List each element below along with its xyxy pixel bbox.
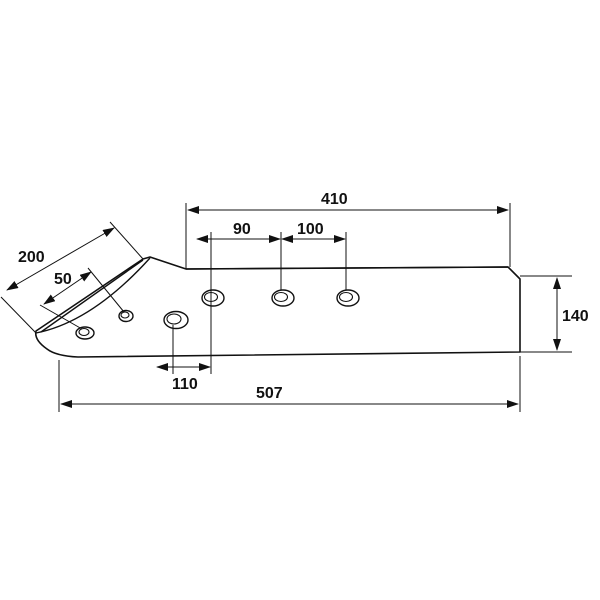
label-110: 110	[172, 376, 198, 393]
dimension-lines	[6, 206, 561, 408]
hole-5	[271, 289, 295, 307]
hole-4	[201, 289, 225, 307]
hole-6	[336, 289, 360, 307]
label-100: 100	[297, 221, 324, 238]
blade-part	[34, 256, 521, 358]
dimension-labels: 410 90 100 110 507 140 200 50	[18, 191, 589, 402]
label-507: 507	[256, 385, 283, 402]
blade-tip-bevel-line	[40, 259, 144, 333]
hole-2	[118, 309, 134, 323]
dim-line-200	[6, 227, 115, 291]
label-410: 410	[321, 191, 348, 208]
mounting-holes	[75, 289, 360, 340]
label-50: 50	[54, 271, 72, 288]
label-140: 140	[562, 308, 589, 325]
blade-top-edge-inner	[185, 266, 509, 270]
blade-tip-inner-edge	[35, 257, 151, 334]
label-200: 200	[18, 249, 45, 266]
extension-lines	[0, 203, 572, 412]
hole-3	[163, 310, 189, 330]
dim-line-50	[43, 271, 92, 305]
blade-outline	[34, 256, 521, 358]
label-90: 90	[233, 221, 251, 238]
hole-1	[75, 326, 95, 340]
